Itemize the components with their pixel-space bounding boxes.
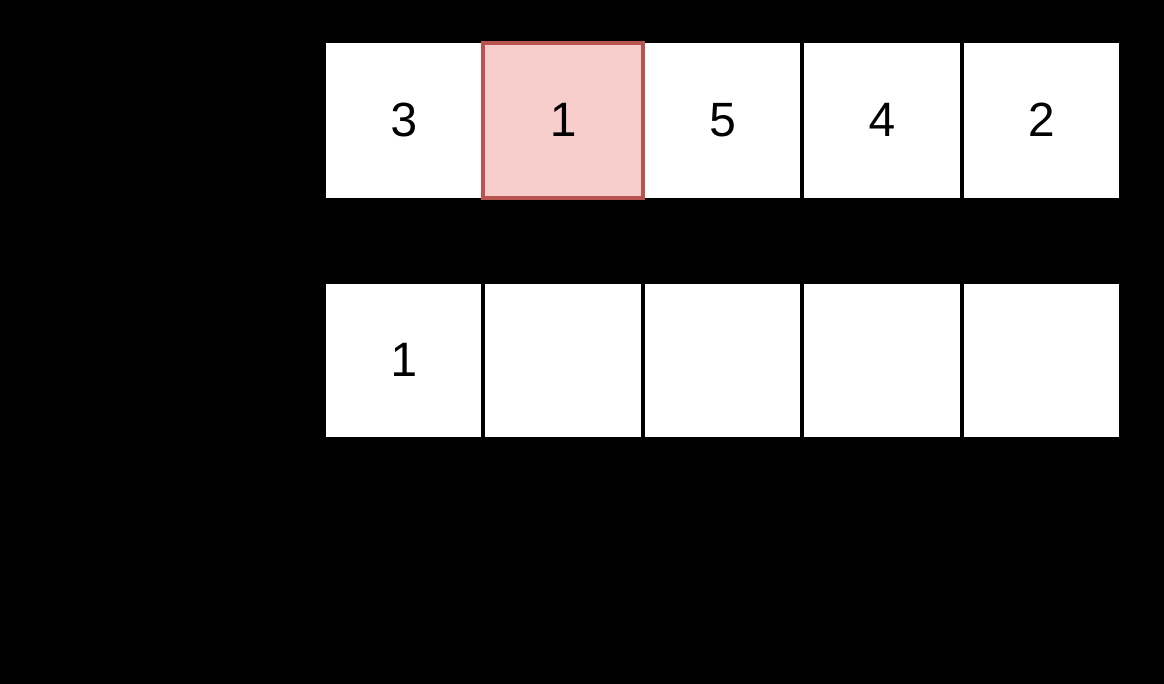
top-array-cell-0: 3 bbox=[324, 41, 484, 200]
bottom-array: 1 bbox=[324, 282, 1121, 439]
top-array: 3 1 5 4 2 bbox=[324, 41, 1121, 200]
bottom-array-cell-4 bbox=[961, 282, 1121, 439]
bottom-array-cell-3 bbox=[802, 282, 962, 439]
cell-value: 2 bbox=[1027, 93, 1055, 147]
cell-value: 5 bbox=[709, 93, 736, 147]
bottom-array-cell-2 bbox=[642, 282, 803, 439]
top-array-cell-4: 2 bbox=[961, 41, 1121, 200]
top-array-cell-3: 4 bbox=[802, 41, 962, 200]
top-array-cell-2: 5 bbox=[642, 41, 803, 200]
bottom-array-cell-1 bbox=[483, 282, 643, 439]
cell-value: 1 bbox=[390, 333, 418, 387]
cell-value: 3 bbox=[390, 93, 418, 147]
cell-value: 1 bbox=[549, 93, 577, 147]
top-array-cell-1: 1 bbox=[481, 41, 645, 200]
bottom-array-cell-0: 1 bbox=[324, 282, 484, 439]
cell-value: 4 bbox=[868, 93, 896, 147]
